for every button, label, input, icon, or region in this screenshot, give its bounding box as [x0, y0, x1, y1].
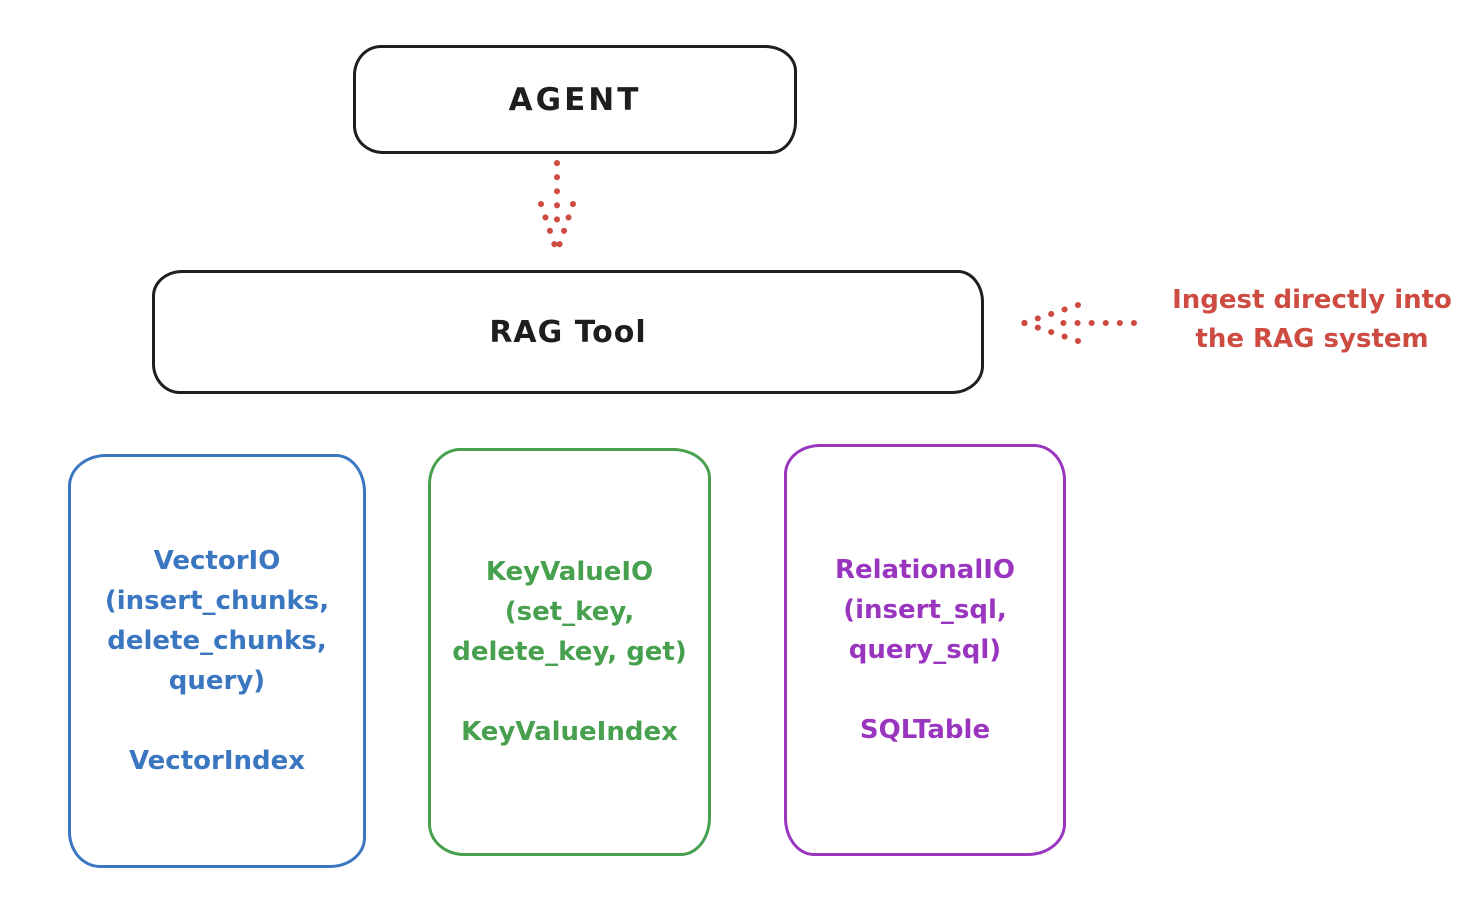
- keyvalue-io-line: KeyValueIO: [485, 557, 654, 587]
- vector-io-node: VectorIO (insert_chunks, delete_chunks, …: [68, 454, 366, 868]
- keyvalue-io-line: (set_key,: [504, 597, 635, 627]
- keyvalue-index-label: KeyValueIndex: [461, 717, 678, 747]
- vector-io-line: query): [168, 666, 266, 696]
- relational-io-line: query_sql): [848, 635, 1002, 665]
- dotted-arrow-down-icon: [538, 160, 576, 255]
- agent-label: AGENT: [508, 81, 642, 118]
- keyvalue-io-methods: KeyValueIO (set_key, delete_key, get): [452, 552, 687, 672]
- vector-io-line: delete_chunks,: [107, 626, 327, 656]
- annotation-ingest: Ingest directly into the RAG system: [1140, 281, 1484, 359]
- annotation-line-2: the RAG system: [1195, 324, 1429, 354]
- sql-table-label: SQLTable: [859, 715, 991, 745]
- vector-io-line: (insert_chunks,: [104, 586, 330, 616]
- dotted-arrow-left-icon: [1021, 302, 1137, 344]
- relational-io-methods: RelationalIO (insert_sql, query_sql): [835, 550, 1015, 670]
- vector-index-label: VectorIndex: [128, 746, 306, 776]
- keyvalue-io-node: KeyValueIO (set_key, delete_key, get) Ke…: [428, 448, 711, 856]
- relational-io-node: RelationalIO (insert_sql, query_sql) SQL…: [784, 444, 1066, 856]
- vector-io-methods: VectorIO (insert_chunks, delete_chunks, …: [105, 541, 329, 701]
- relational-io-line: RelationalIO: [834, 555, 1016, 585]
- keyvalue-io-line: delete_key, get): [452, 637, 687, 667]
- annotation-line-1: Ingest directly into: [1172, 285, 1452, 315]
- rag-tool-label: RAG Tool: [489, 314, 647, 350]
- relational-io-line: (insert_sql,: [843, 595, 1007, 625]
- agent-node: AGENT: [353, 45, 797, 154]
- vector-io-line: VectorIO: [153, 546, 281, 576]
- rag-tool-node: RAG Tool: [152, 270, 984, 394]
